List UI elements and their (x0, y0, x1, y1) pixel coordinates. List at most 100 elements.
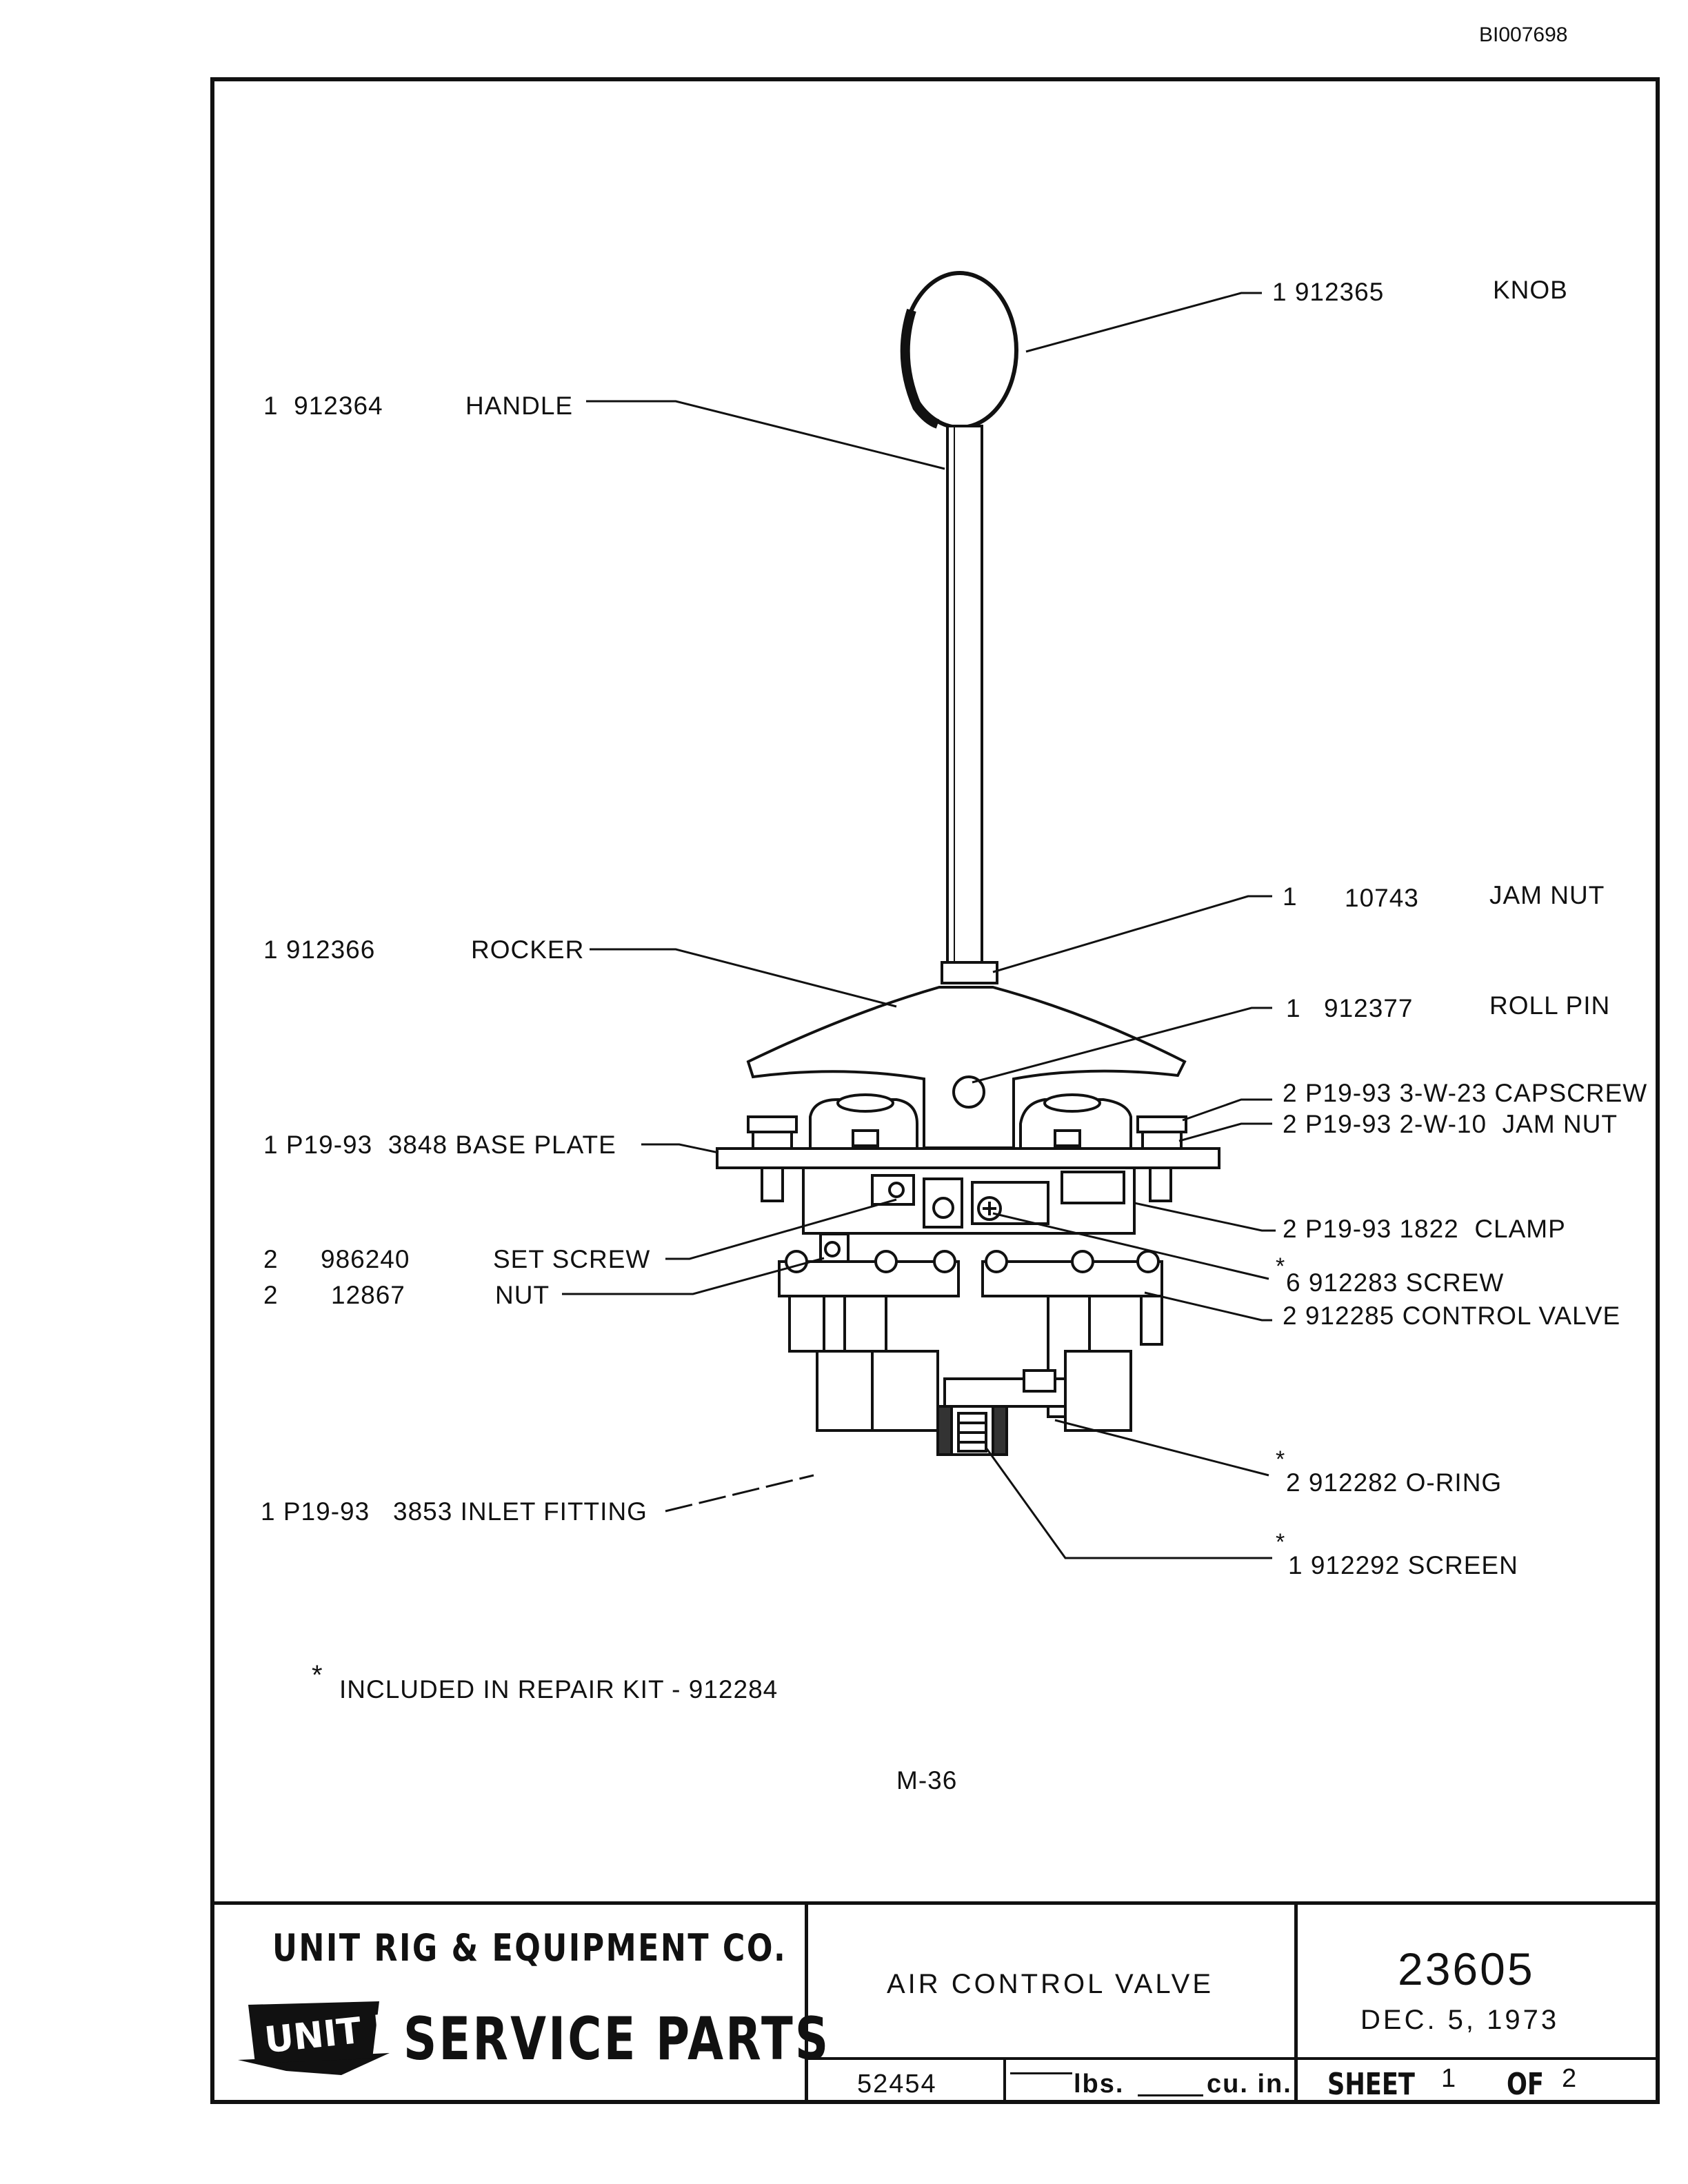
jam-nut-shape (941, 961, 998, 984)
handle-shaft (946, 425, 983, 965)
base-plate-spec: 3848 (388, 1131, 448, 1159)
callout-base-plate: 1 P19-93 3848 BASE PLATE (263, 1131, 616, 1160)
of-label: OF (1507, 2067, 1544, 2102)
capscrew-qty: 2 (1283, 1079, 1298, 1107)
base-plate-shape (716, 1147, 1220, 1169)
callout-control-valve: 2 912285 CONTROL VALVE (1283, 1302, 1620, 1331)
callout-clamp: 2 P19-93 1822 CLAMP (1283, 1215, 1566, 1244)
capscrew-spec: 3-W-23 (1399, 1079, 1487, 1107)
leader-screw (992, 1212, 1269, 1280)
jam-nut-part-number: 10743 (1345, 884, 1419, 912)
o-ring-part-number: 912282 (1308, 1468, 1398, 1497)
base-plate-qty: 1 (263, 1131, 279, 1159)
control-valve-part-number: 912285 (1305, 1302, 1395, 1330)
sheet-total: 2 (1562, 2064, 1578, 2093)
handle-name: HANDLE (465, 392, 574, 420)
nut-name: NUT (495, 1281, 550, 1309)
leader-roll-pin (972, 1007, 1272, 1084)
leader-set-screw (665, 1198, 897, 1260)
knob-qty: 1 (1272, 278, 1287, 306)
leader-rocker (590, 948, 897, 1008)
inlet-fitting-name: INLET FITTING (460, 1497, 647, 1526)
leader-o-ring (1054, 1419, 1269, 1477)
jam-nut-2-name: JAM NUT (1502, 1110, 1618, 1138)
inlet-fitting-spec: 3853 (393, 1497, 453, 1526)
leader-jam-nut (992, 895, 1272, 973)
leader-screen (985, 1447, 1272, 1559)
leader-handle (586, 400, 945, 470)
rocker-name: ROCKER (471, 936, 585, 964)
handle-qty: 1 (263, 392, 279, 420)
roll-pin-name: ROLL PIN (1489, 991, 1611, 1020)
screen-qty: 1 (1288, 1551, 1303, 1579)
knob-part-number: 912365 (1294, 278, 1385, 306)
screw-repair-kit-mark: * (1276, 1253, 1286, 1280)
reference-number: 52454 (857, 2070, 937, 2099)
o-ring-qty: 2 (1286, 1468, 1301, 1497)
callout-o-ring: 2 912282 O-RING (1286, 1468, 1502, 1497)
jam-nut-2-qty: 2 (1283, 1110, 1298, 1138)
set-screw-qty: 2 (263, 1245, 279, 1273)
sheet-label: SHEET (1327, 2067, 1415, 2102)
base-plate-part-number: P19-93 (285, 1131, 373, 1159)
callout-jam-nut-2: 2 P19-93 2-W-10 JAM NUT (1283, 1110, 1618, 1139)
jam-nut-name: JAM NUT (1489, 881, 1605, 909)
sheet-number: 1 (1441, 2064, 1458, 2093)
callout-capscrew: 2 P19-93 3-W-23 CAPSCREW (1283, 1079, 1647, 1108)
title-block-divider-2 (1294, 1901, 1298, 2104)
clamp-shape (923, 1177, 963, 1228)
set-screw-part-number: 986240 (321, 1245, 410, 1273)
set-screw-name: SET SCREW (493, 1245, 651, 1273)
drawing-title: AIR CONTROL VALVE (886, 1969, 1214, 1999)
leader-clamp (1134, 1202, 1276, 1232)
rocker-shape (746, 986, 1187, 1149)
screen-name: SCREEN (1407, 1551, 1518, 1579)
leader-knob (1025, 292, 1262, 353)
callout-knob: 1 912365 (1272, 278, 1384, 307)
jam-nut-2-part-number: P19-93 (1305, 1110, 1392, 1138)
roll-pin-shape (952, 1075, 985, 1109)
service-parts-label: SERVICE PARTS (403, 2005, 831, 2074)
screw-name: SCREW (1405, 1268, 1505, 1297)
screw-qty: 6 (1286, 1268, 1301, 1297)
o-ring-name: O-RING (1405, 1468, 1503, 1497)
drawing-part-number: 23605 (1398, 1943, 1535, 1994)
volume-blank (1138, 2094, 1203, 2096)
nut-qty: 2 (263, 1281, 279, 1309)
title-block-divider-1 (805, 1901, 808, 2104)
clamp-spec: 1822 (1399, 1215, 1459, 1243)
weight-unit: lbs. (1074, 2070, 1125, 2099)
title-block: UNIT RIG & EQUIPMENT CO. UNIT RIG SERVIC… (210, 1901, 1660, 2104)
title-block-bottom-rule (805, 2057, 1660, 2060)
page-reference: M-36 (896, 1766, 958, 1794)
company-name: UNIT RIG & EQUIPMENT CO. (272, 1926, 787, 1970)
control-valve-left (778, 1260, 960, 1297)
leader-base-plate (641, 1143, 719, 1154)
o-ring-repair-kit-mark: * (1276, 1446, 1286, 1473)
title-block-divider-3 (1003, 2059, 1006, 2104)
nut-part-number: 12867 (331, 1281, 405, 1309)
clamp-qty: 2 (1283, 1215, 1298, 1243)
drawing-frame (210, 77, 1660, 2104)
leader-nut (562, 1257, 825, 1295)
roll-pin-qty: 1 (1286, 994, 1301, 1022)
leader-control-valve (1144, 1291, 1272, 1322)
leader-capscrew (1182, 1098, 1272, 1122)
leader-inlet-fitting (665, 1474, 814, 1513)
callout-screw: 6 912283 SCREW (1286, 1268, 1504, 1297)
leader-jam-nut-2 (1178, 1122, 1272, 1142)
capscrew-name: CAPSCREW (1494, 1079, 1648, 1107)
footnote-mark: * (312, 1660, 323, 1690)
knob-name: KNOB (1493, 276, 1568, 304)
callout-screen: 1 912292 SCREEN (1288, 1551, 1518, 1580)
inlet-fitting-part-number: P19-93 (283, 1497, 370, 1526)
unit-rig-logo: UNIT RIG (238, 2001, 403, 2075)
title-block-top-rule (210, 1901, 1660, 1905)
capscrew-part-number: P19-93 (1305, 1079, 1392, 1107)
drawing-date: DEC. 5, 1973 (1360, 2005, 1560, 2035)
control-valve-name: CONTROL VALVE (1402, 1302, 1621, 1330)
callout-handle: 1 912364 (263, 392, 383, 421)
screw-part-number: 912283 (1308, 1268, 1398, 1297)
callout-inlet-fitting: 1 P19-93 3853 INLET FITTING (261, 1497, 647, 1526)
